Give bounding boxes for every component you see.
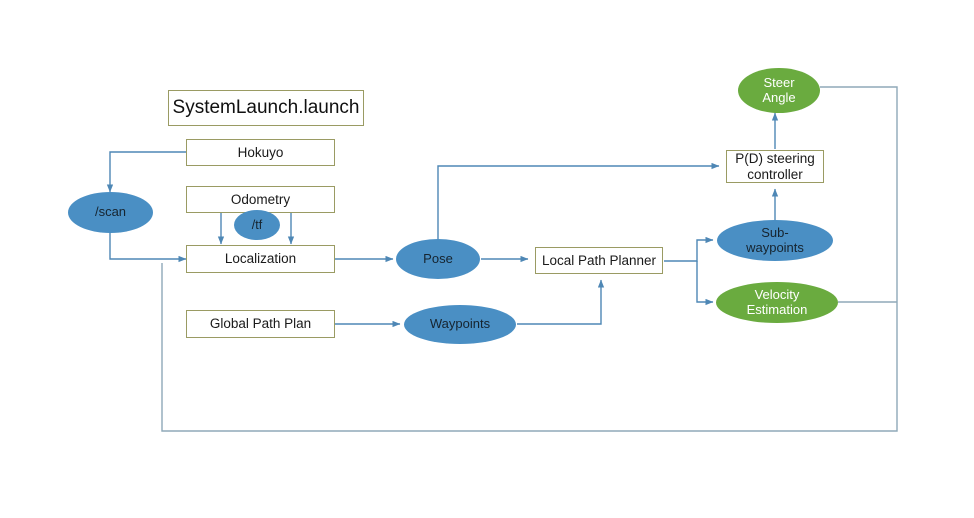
wire-localpathplanner-to-velocity [696,261,714,306]
wire-localpathplanner-to-subwaypoints [664,236,714,262]
node-sub-waypoints-topic-label: Sub- waypoints [746,224,804,255]
node-steer-angle-topic[interactable]: Steer Angle [738,68,820,113]
system-launch-title-label: SystemLaunch.launch [172,97,360,119]
node-pd-steering-controller-label: P(D) steering controller [735,150,815,182]
wire-pose-to-pd-controller [437,162,720,239]
node-sub-waypoints-topic[interactable]: Sub- waypoints [717,220,833,261]
wire-hokuyo-to-scan [106,151,186,193]
node-velocity-estimation-topic[interactable]: Velocity Estimation [716,282,838,323]
node-odometry-label: Odometry [230,191,291,207]
node-scan-topic[interactable]: /scan [68,192,153,233]
node-scan-topic-label: /scan [94,204,127,220]
node-hokuyo[interactable]: Hokuyo [186,139,335,166]
node-waypoints-topic-label: Waypoints [429,316,491,332]
node-local-path-planner-label: Local Path Planner [541,252,657,268]
system-launch-title-box: SystemLaunch.launch [168,90,364,126]
wire-waypoints-to-localpathplanner [517,279,605,325]
node-hokuyo-label: Hokuyo [237,144,284,160]
node-global-path-plan[interactable]: Global Path Plan [186,310,335,338]
node-tf-topic-label: /tf [251,217,263,232]
node-pd-steering-controller[interactable]: P(D) steering controller [726,150,824,183]
node-steer-angle-topic-label: Steer Angle [762,74,796,105]
node-global-path-plan-label: Global Path Plan [209,316,312,332]
node-odometry[interactable]: Odometry [186,186,335,213]
node-localization-label: Localization [224,251,297,267]
wire-scan-to-localization [109,232,187,263]
node-velocity-estimation-topic-label: Velocity Estimation [746,286,808,317]
node-pose-topic-label: Pose [423,250,453,266]
node-tf-topic[interactable]: /tf [234,210,280,240]
node-local-path-planner[interactable]: Local Path Planner [535,247,663,274]
node-localization[interactable]: Localization [186,245,335,273]
node-waypoints-topic[interactable]: Waypoints [404,305,516,344]
node-pose-topic[interactable]: Pose [396,239,480,279]
